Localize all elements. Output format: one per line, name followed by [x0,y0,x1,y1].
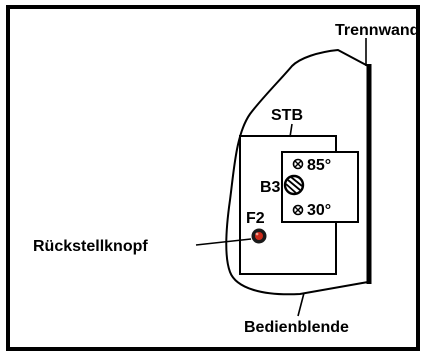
label-bedienblende: Bedienblende [244,319,349,336]
selector-knob-icon [283,174,305,196]
reset-button-icon [251,228,267,244]
screw-30-icon [292,204,304,216]
rueckstellknopf-leader [195,238,252,246]
label-rueckstellknopf: Rückstellknopf [33,238,148,255]
label-trennwand: Trennwand [335,22,419,39]
screw-85-icon [292,158,304,170]
cutaway-outline [225,48,369,296]
label-f2: F2 [246,210,265,227]
label-stb: STB [271,107,303,124]
stb-leader [289,123,293,138]
label-b3: B3 [260,179,281,196]
label-30-degrees: 30° [307,202,331,219]
outer-frame [6,5,420,351]
bedienblende-leader [297,292,305,317]
label-85-degrees: 85° [307,157,331,174]
